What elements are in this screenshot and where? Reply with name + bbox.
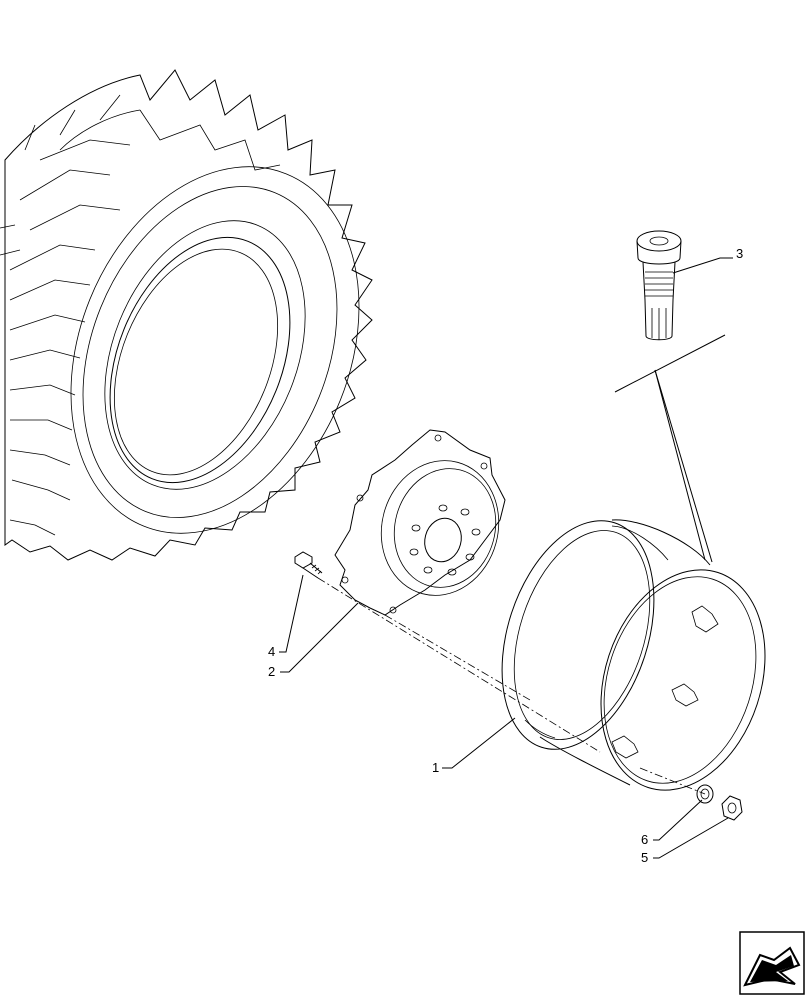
leader-line-6 bbox=[653, 799, 703, 841]
leader-line-5 bbox=[653, 817, 729, 859]
callout-3: 3 bbox=[736, 246, 743, 261]
bolt-part bbox=[294, 551, 323, 579]
nut-part bbox=[721, 795, 743, 821]
valve-location-line bbox=[654, 369, 706, 561]
tire-valve-part bbox=[636, 230, 682, 341]
next-page-arrow-icon[interactable] bbox=[739, 931, 805, 995]
leader-line-2 bbox=[280, 602, 359, 673]
valve-location-line bbox=[614, 334, 726, 393]
wheel-rim-part bbox=[501, 519, 766, 791]
callout-6: 6 bbox=[641, 832, 648, 847]
assembly-axis-line bbox=[384, 614, 531, 701]
leader-line-3 bbox=[672, 257, 733, 274]
assembly-axis-line bbox=[639, 767, 706, 795]
valve-location-line bbox=[654, 369, 713, 563]
callout-1: 1 bbox=[432, 760, 439, 775]
tire-illustration bbox=[0, 69, 373, 561]
leader-line-1 bbox=[442, 717, 516, 769]
washer-part bbox=[696, 784, 714, 804]
callout-4: 4 bbox=[268, 644, 275, 659]
callout-5: 5 bbox=[641, 850, 648, 865]
assembly-axis-line bbox=[317, 577, 601, 753]
callout-2: 2 bbox=[268, 664, 275, 679]
leader-line-4 bbox=[279, 574, 304, 653]
wheel-center-disc-part bbox=[334, 429, 506, 616]
disc-bolt-holes bbox=[409, 504, 481, 576]
